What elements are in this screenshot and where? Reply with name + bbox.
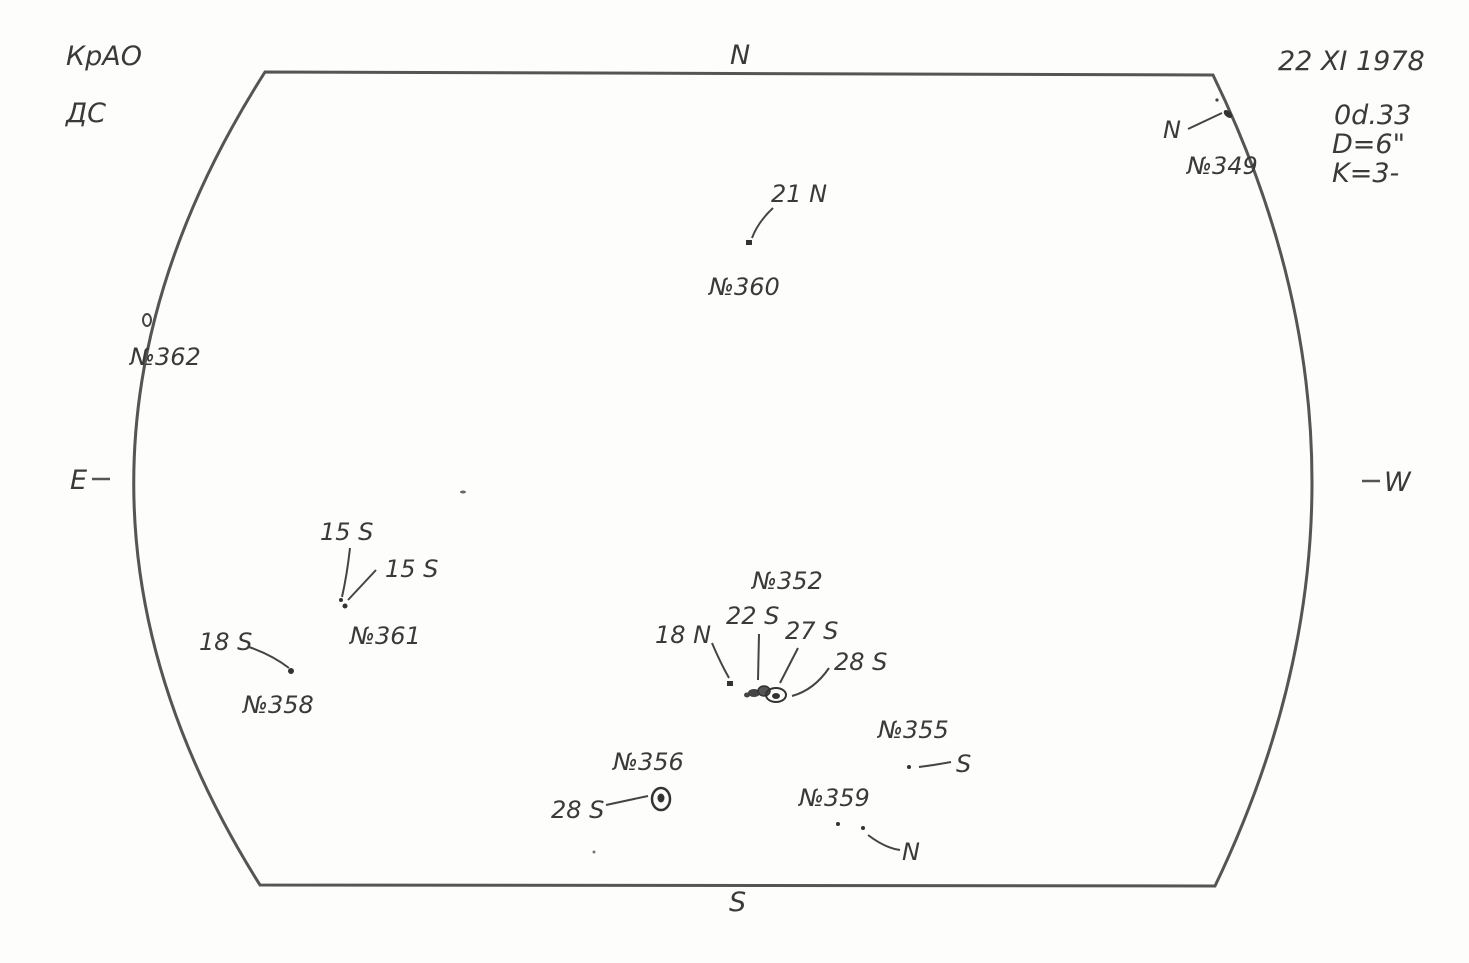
spot-362 xyxy=(142,313,152,327)
spot-359-a xyxy=(836,822,840,826)
leader-355 xyxy=(918,761,952,768)
latitude-355: S xyxy=(956,750,971,778)
latitude-361-a: 15 S xyxy=(320,518,373,546)
spot-360 xyxy=(746,240,752,245)
leader-360 xyxy=(751,207,774,239)
west-label: W xyxy=(1384,467,1412,498)
time-label: 0d.33 xyxy=(1334,100,1411,131)
leader-361-a xyxy=(341,547,351,598)
latitude-356: 28 S xyxy=(551,796,604,824)
spot-361-b xyxy=(342,603,348,609)
leader-352-a xyxy=(711,642,730,679)
east-label: E xyxy=(70,465,87,496)
paper-speck xyxy=(592,850,596,854)
observatory-label: КрАО xyxy=(66,41,142,72)
leader-358 xyxy=(248,646,290,669)
spot-358 xyxy=(288,668,294,674)
quality-label: K=3- xyxy=(1332,158,1399,189)
leader-361-b xyxy=(347,569,377,601)
region-349-label: №349 xyxy=(1185,152,1258,180)
north-label: N xyxy=(730,40,750,71)
south-label: S xyxy=(729,887,746,918)
spot-352-group xyxy=(744,685,787,703)
latitude-361-b: 15 S xyxy=(385,555,438,583)
instrument-label: ДС xyxy=(65,98,106,129)
leader-356 xyxy=(605,795,649,806)
region-352-label: №352 xyxy=(750,567,823,595)
paper-speck xyxy=(460,490,466,494)
latitude-352-d: 28 S xyxy=(834,648,887,676)
leader-359 xyxy=(867,834,901,851)
leader-352-b xyxy=(757,633,760,681)
spot-349-b xyxy=(1215,98,1219,102)
leader-352-c xyxy=(779,647,799,684)
latitude-360: 21 N xyxy=(771,180,827,208)
latitude-352-c: 27 S xyxy=(785,617,838,645)
region-360-label: №360 xyxy=(707,273,780,301)
latitude-359: N xyxy=(902,838,920,866)
spot-359-b xyxy=(861,826,865,830)
latitude-358: 18 S xyxy=(199,628,252,656)
date-label: 22 XI 1978 xyxy=(1278,46,1425,77)
latitude-349: N xyxy=(1163,116,1181,144)
region-362-label: №362 xyxy=(128,343,201,371)
spot-356 xyxy=(650,786,672,812)
region-356-label: №356 xyxy=(611,748,684,776)
spot-352-a xyxy=(727,681,733,686)
spot-355 xyxy=(907,765,911,769)
region-355-label: №355 xyxy=(876,716,949,744)
leader-352-d xyxy=(791,667,830,697)
diameter-label: D=6" xyxy=(1332,129,1405,160)
spot-361-a xyxy=(339,598,343,602)
leader-349 xyxy=(1187,112,1223,130)
region-359-label: №359 xyxy=(797,784,870,812)
disk-outline xyxy=(132,70,1314,888)
spot-349 xyxy=(1223,110,1233,118)
latitude-352-a: 18 N xyxy=(655,621,711,649)
region-358-label: №358 xyxy=(241,691,314,719)
region-361-label: №361 xyxy=(348,622,421,650)
latitude-352-b: 22 S xyxy=(726,602,779,630)
